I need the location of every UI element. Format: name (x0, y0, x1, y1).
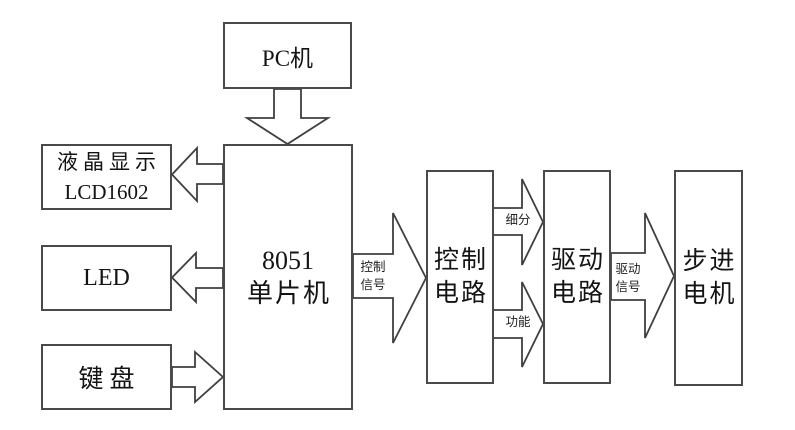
arrow-keyboard-to-mcu-icon (171, 349, 225, 405)
block-driver-line2: 电路 (550, 280, 605, 307)
arrow-label-subdivision: 细分 (493, 212, 543, 228)
arrow-pc-to-mcu-icon (243, 88, 332, 146)
arrow-control-signal-icon (352, 212, 428, 344)
block-driver-line1: 驱动 (550, 247, 605, 274)
block-stepper-motor: 步进 电机 (674, 170, 743, 386)
block-pc: PC机 (223, 22, 352, 89)
block-mcu-line2: 单片机 (246, 279, 331, 308)
arrow-label-control-signal-line1: 控制 (360, 260, 386, 274)
arrow-subdivision-icon (492, 178, 545, 266)
block-control-circuit: 控制 电路 (426, 170, 494, 384)
block-lcd-line1: 液晶显示 (57, 150, 161, 174)
arrow-label-subdivision-line1: 细分 (505, 213, 531, 227)
arrow-label-control-signal-line2: 信号 (360, 278, 386, 292)
arrow-mcu-to-lcd-icon (170, 145, 224, 204)
block-8051-mcu: 8051 单片机 (223, 144, 353, 410)
block-motor-line2: 电机 (682, 281, 737, 308)
block-control-line1: 控制 (433, 247, 488, 274)
block-control-line2: 电路 (433, 280, 488, 307)
block-led: LED (41, 245, 172, 311)
block-motor-line1: 步进 (682, 248, 737, 275)
arrow-mcu-to-led-icon (170, 250, 224, 305)
arrow-function-icon (492, 281, 545, 368)
arrow-label-drive-signal: 驱动 信号 (609, 260, 647, 296)
block-lcd-display: 液晶显示 LCD1602 (41, 144, 172, 210)
arrow-label-function-line1: 功能 (505, 315, 531, 329)
block-led-label: LED (83, 264, 130, 291)
block-keyboard-label: 键盘 (78, 366, 141, 393)
block-keyboard: 键盘 (41, 344, 172, 410)
arrow-label-drive-signal-line2: 信号 (615, 280, 641, 294)
arrow-label-control-signal: 控制 信号 (353, 258, 393, 294)
arrow-drive-signal-icon (610, 212, 675, 339)
block-mcu-line1: 8051 (262, 246, 314, 275)
block-lcd-line2: LCD1602 (64, 180, 149, 204)
block-drive-circuit: 驱动 电路 (543, 170, 611, 384)
arrow-label-drive-signal-line1: 驱动 (615, 262, 641, 276)
block-pc-label: PC机 (261, 45, 314, 71)
arrow-label-function: 功能 (493, 314, 543, 330)
